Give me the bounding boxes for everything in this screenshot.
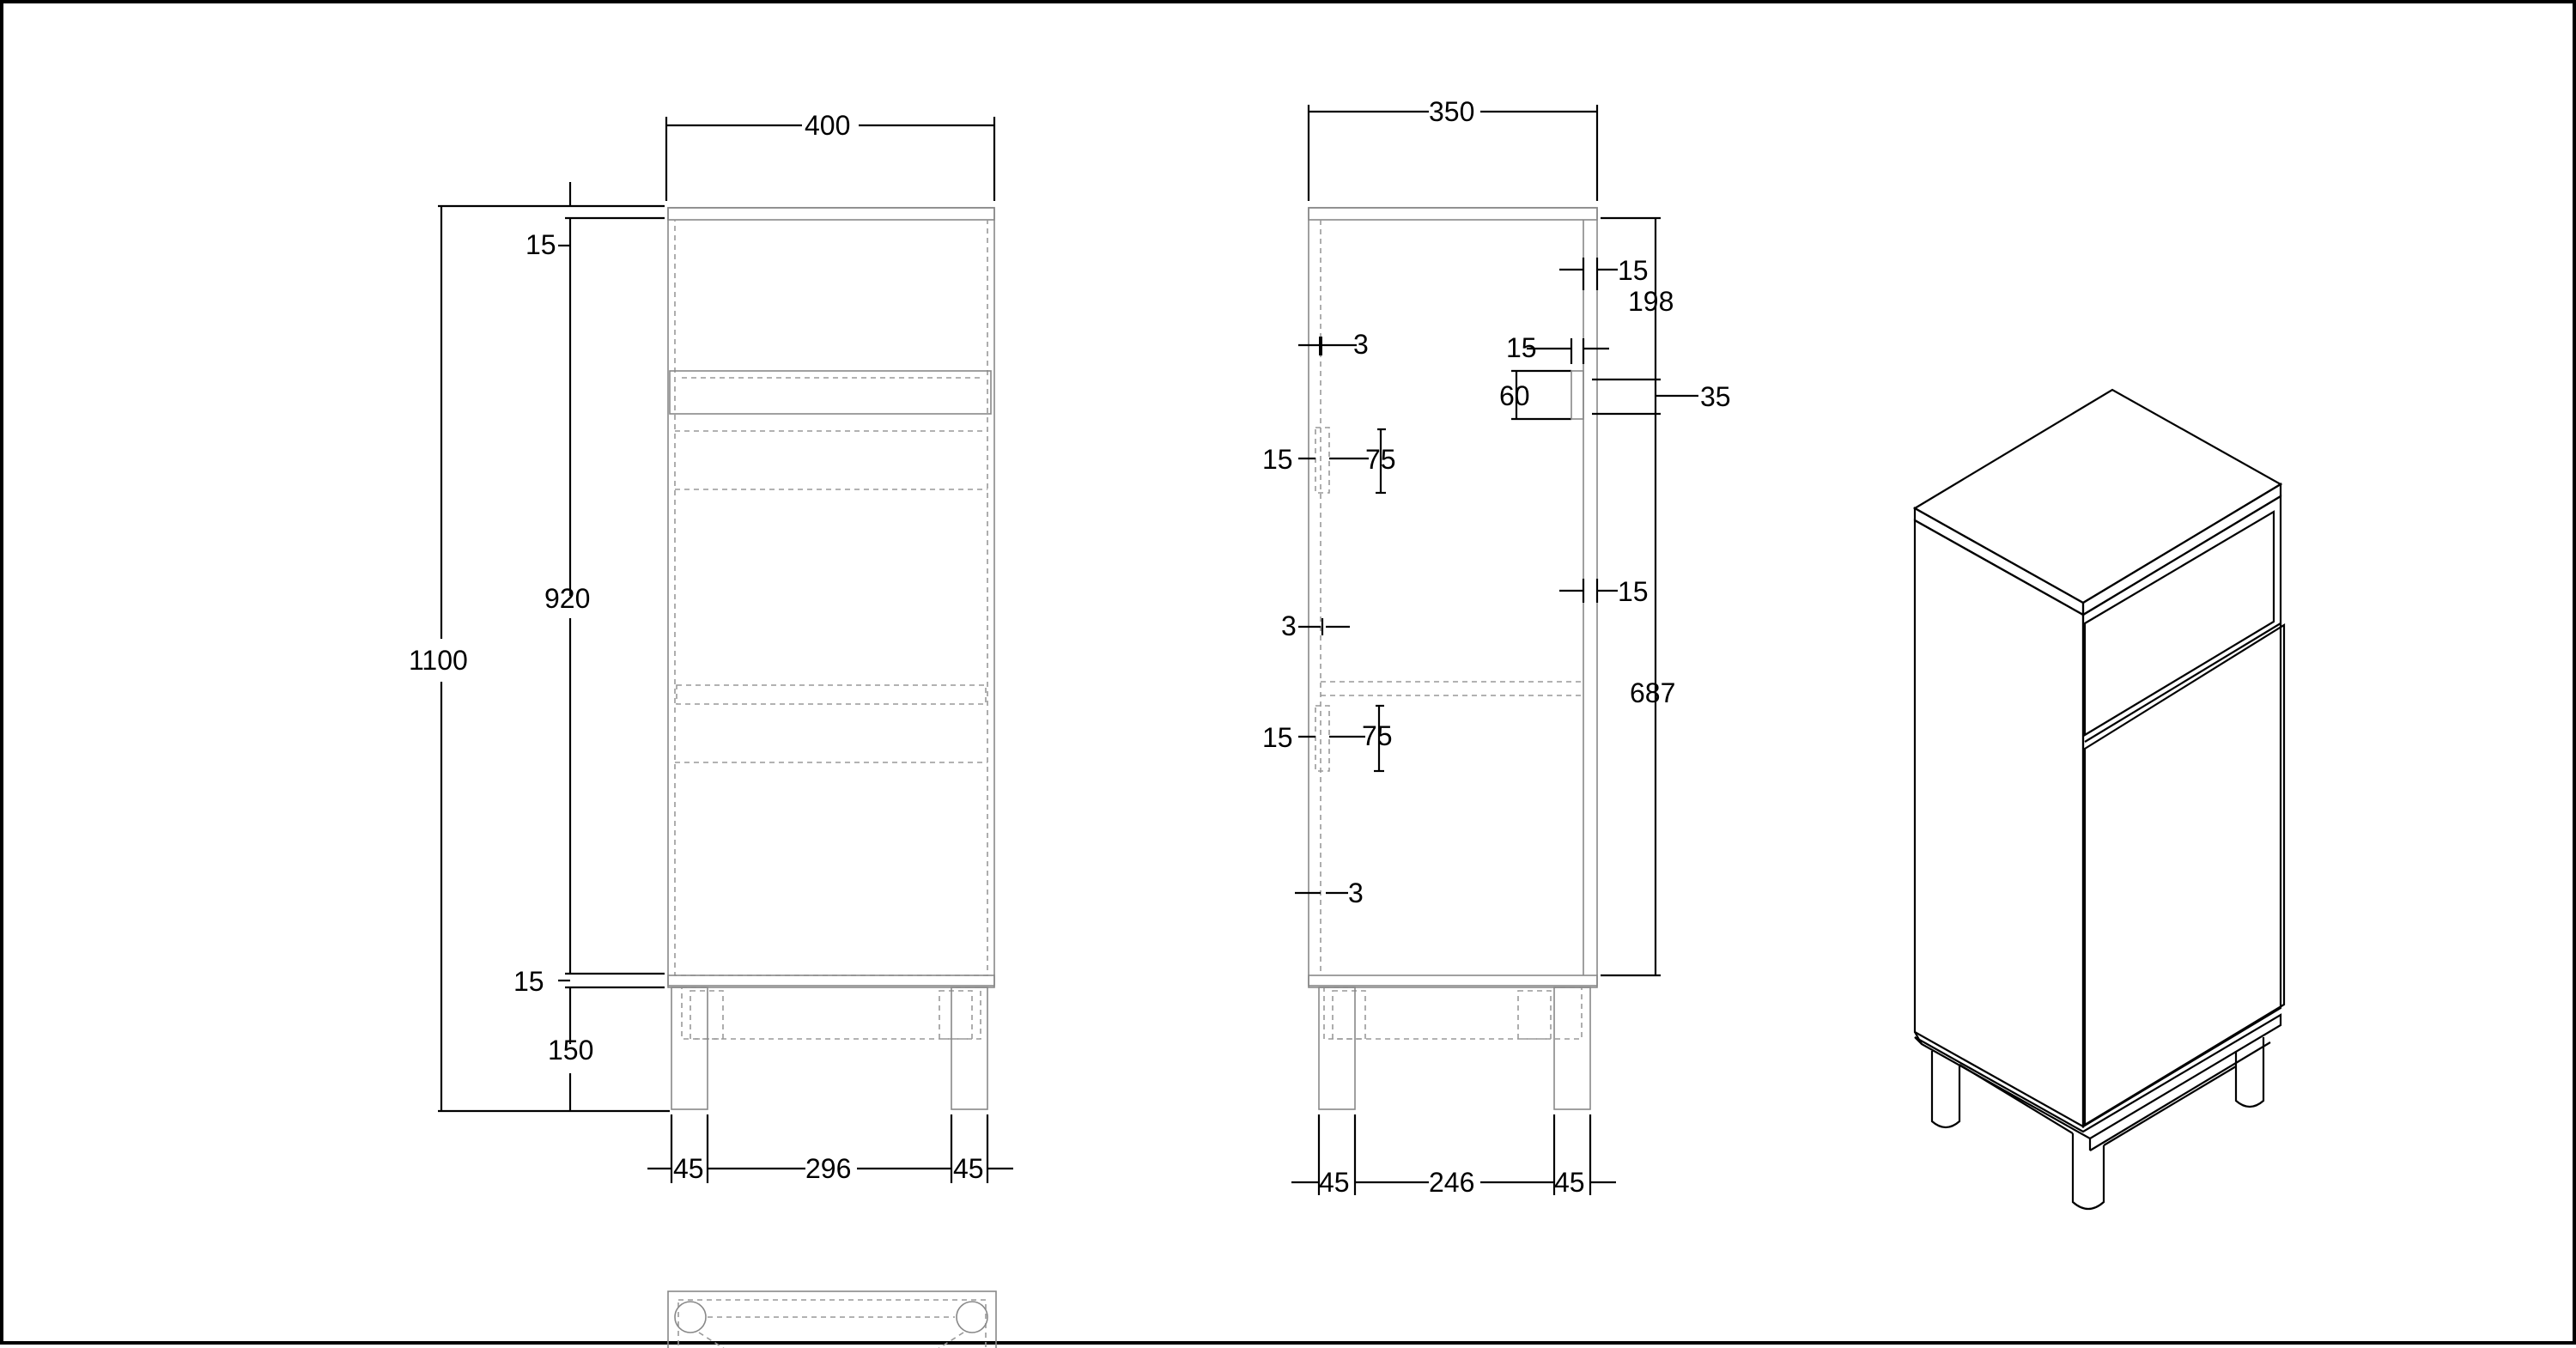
front-view: 400 1100 15 920 15 150 45 xyxy=(409,110,1013,1184)
front-inner-outline xyxy=(674,219,988,976)
front-leg-height-label: 150 xyxy=(548,1035,593,1066)
side-bottom-panel xyxy=(1308,975,1598,988)
side-shelf-pin-upper xyxy=(1315,427,1330,494)
side-leg-bracket-left xyxy=(1332,990,1366,1040)
front-height-label: 1100 xyxy=(409,645,468,676)
plan-view xyxy=(667,1290,997,1348)
side-gap-3-mid-label: 3 xyxy=(1281,610,1297,641)
front-bottom-thickness-label: 15 xyxy=(513,966,544,997)
side-door-687-label: 687 xyxy=(1630,677,1675,708)
front-carcass xyxy=(667,207,995,987)
front-leg-gap-label: 296 xyxy=(805,1153,851,1184)
front-top-panel xyxy=(667,207,995,221)
side-leg-gap-label: 246 xyxy=(1429,1167,1474,1198)
iso-left-side xyxy=(1913,519,2085,1128)
side-hole-15-b-label: 15 xyxy=(1262,722,1293,753)
side-gap-3-bottom-label: 3 xyxy=(1348,877,1364,908)
technical-drawing: 400 1100 15 920 15 150 45 xyxy=(409,96,2286,1348)
plan-outline xyxy=(667,1290,997,1348)
side-rail-35-label: 35 xyxy=(1700,381,1731,412)
side-leg-right xyxy=(1553,987,1591,1110)
side-leg-left xyxy=(1318,987,1356,1110)
front-leg-left xyxy=(671,987,708,1110)
front-leg-bracket-left xyxy=(690,990,724,1040)
iso-top-edge-right xyxy=(2081,483,2282,616)
side-leg-right-label: 45 xyxy=(1554,1167,1585,1198)
front-plinth xyxy=(681,987,981,1040)
isometric-view xyxy=(1912,388,2286,1211)
plan-inner xyxy=(677,1299,987,1348)
side-shelf-pin-lower xyxy=(1315,705,1330,772)
plan-leg-left xyxy=(674,1301,707,1333)
side-leg-bracket-right xyxy=(1517,990,1552,1040)
iso-leg-front-right xyxy=(2234,1037,2265,1108)
iso-leg-back-left xyxy=(1930,1051,1961,1129)
front-shelf-mid xyxy=(676,684,987,705)
iso-drawer-front xyxy=(2083,510,2275,737)
side-hinge-60-label: 60 xyxy=(1499,380,1530,411)
side-leg-left-label: 45 xyxy=(1319,1167,1350,1198)
side-depth-label: 350 xyxy=(1429,96,1474,127)
front-leg-bracket-right xyxy=(939,990,973,1040)
side-view: 350 15 198 35 15 687 15 60 xyxy=(1262,96,1731,1198)
front-bottom-panel xyxy=(667,975,995,988)
iso-front-face xyxy=(2081,495,2282,1128)
iso-top-face xyxy=(1912,388,2283,604)
side-panel-15-top-label: 15 xyxy=(1618,255,1649,286)
side-gap-3-top-label: 3 xyxy=(1353,329,1369,360)
side-panel-15-mid-label: 15 xyxy=(1618,576,1649,607)
side-hinge-15-label: 15 xyxy=(1506,332,1537,363)
side-hole-75-a-label: 75 xyxy=(1365,444,1396,475)
side-plinth xyxy=(1323,987,1583,1040)
iso-door-front xyxy=(2083,623,2286,1126)
front-leg-left-label: 45 xyxy=(673,1153,704,1184)
front-leg-right xyxy=(951,987,988,1110)
side-hinge-block xyxy=(1571,370,1584,420)
front-drawer-rail xyxy=(669,370,992,415)
side-carcass xyxy=(1308,207,1598,987)
iso-top-edge-left xyxy=(1913,507,2085,616)
side-top-panel xyxy=(1308,207,1598,221)
side-hole-75-b-label: 75 xyxy=(1362,720,1393,751)
iso-leg-front-left xyxy=(2071,1133,2105,1211)
side-drawer-198-label: 198 xyxy=(1628,286,1674,317)
front-top-thickness-label: 15 xyxy=(526,229,556,260)
iso-plinth xyxy=(1914,1013,2282,1140)
front-width-label: 400 xyxy=(805,110,850,141)
front-leg-right-label: 45 xyxy=(953,1153,984,1184)
plan-leg-right xyxy=(956,1301,988,1333)
side-hole-15-a-label: 15 xyxy=(1262,444,1293,475)
front-body-height-label: 920 xyxy=(544,583,590,614)
